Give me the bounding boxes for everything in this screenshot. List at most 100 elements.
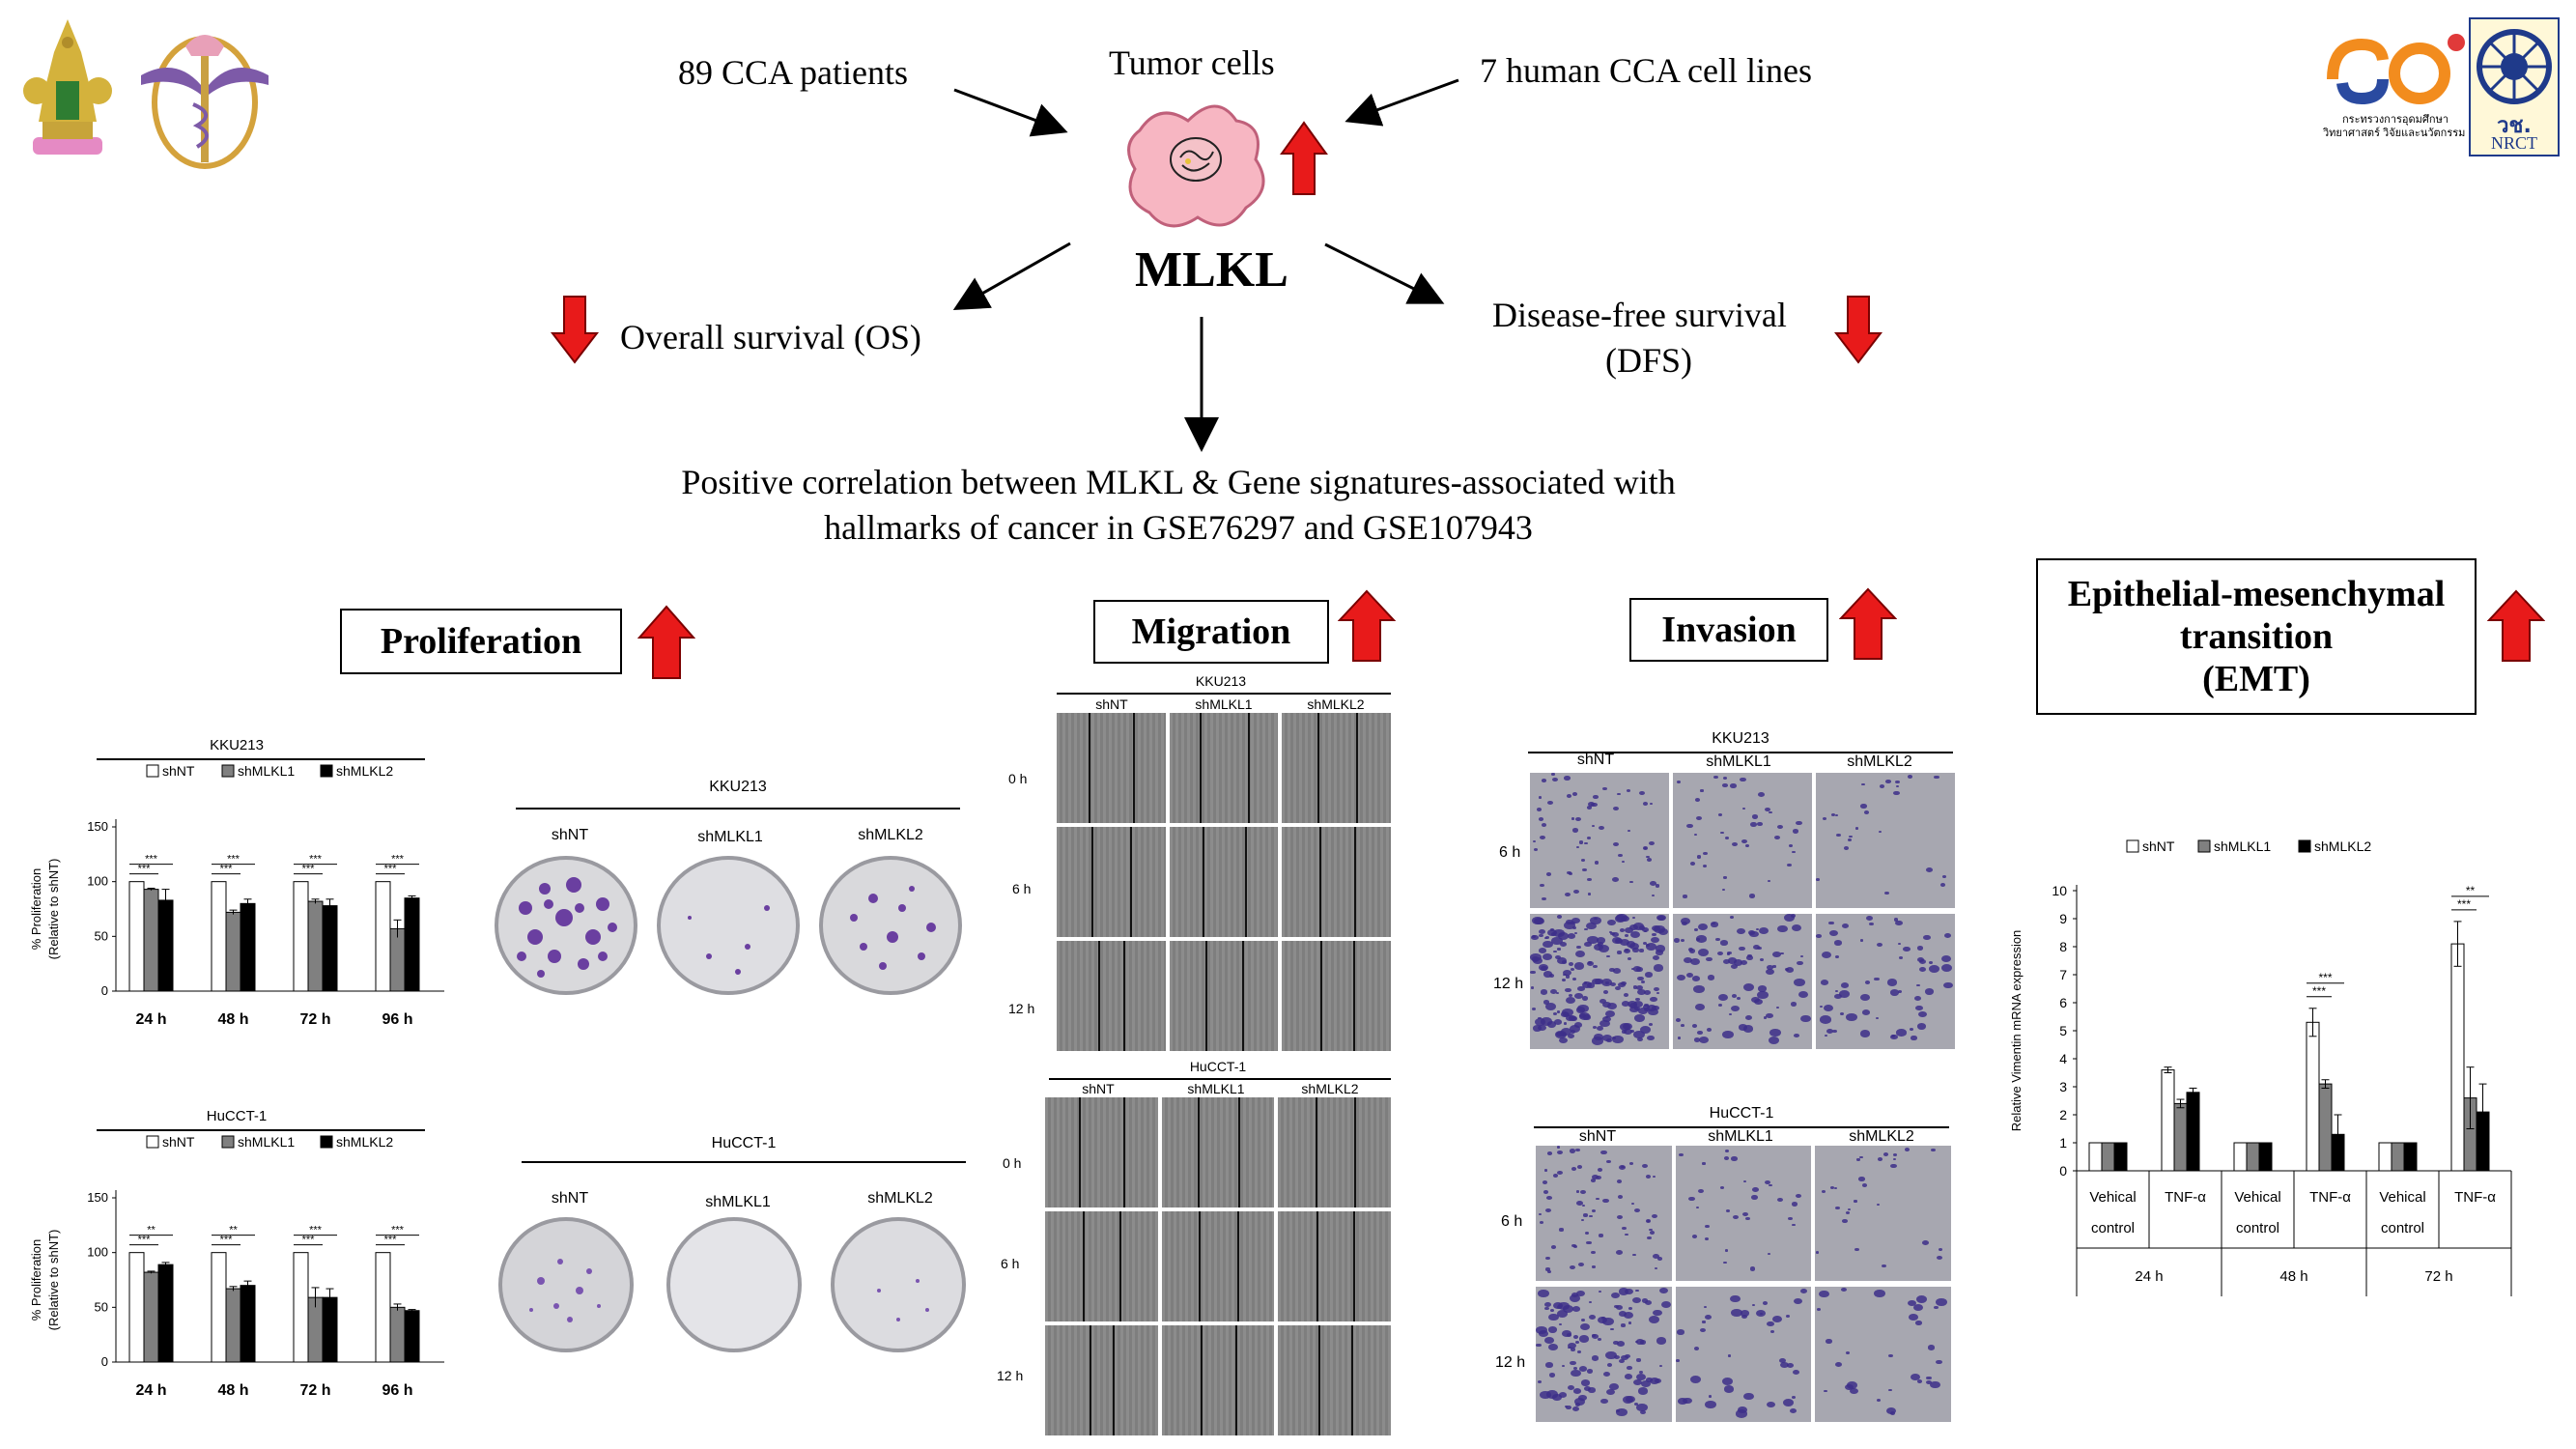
stained-cell <box>1651 1213 1657 1219</box>
stained-cell <box>1569 962 1574 966</box>
stained-cell <box>1543 1190 1549 1194</box>
y-axis-label: % Proliferation <box>29 1239 43 1321</box>
scratch-image <box>1282 941 1391 1051</box>
stained-cell <box>1612 967 1622 974</box>
stained-cell <box>1547 801 1553 806</box>
stained-cell <box>1643 1003 1650 1008</box>
stained-cell <box>1700 1328 1707 1333</box>
bar <box>128 881 145 992</box>
stained-cell <box>1750 1195 1758 1201</box>
stained-cell <box>1835 989 1839 992</box>
dfs-label-line1: Disease-free survival <box>1492 296 1787 334</box>
stained-cell <box>1646 1378 1653 1382</box>
stained-cell <box>1757 991 1769 1000</box>
stained-cell <box>1903 946 1911 952</box>
cell-lines-label: 7 human CCA cell lines <box>1480 51 1812 90</box>
stained-cell <box>1916 1023 1927 1030</box>
stained-cell <box>1915 1005 1923 1011</box>
nrct-thai-text: วช. <box>2497 114 2532 138</box>
stained-cell <box>1727 952 1731 955</box>
stained-cell <box>1591 802 1598 808</box>
stained-cell <box>1599 1234 1603 1237</box>
invasion-image <box>1530 773 1669 908</box>
wound-edge-line <box>1317 1325 1320 1435</box>
x-tick-label: 72 h <box>299 1382 330 1399</box>
stained-cell <box>1830 1186 1835 1190</box>
stained-cell <box>1758 792 1766 797</box>
stained-cell <box>1632 1296 1642 1304</box>
scratch-image <box>1278 1325 1391 1435</box>
stained-cell <box>1582 996 1589 1001</box>
stained-cell <box>1939 882 1946 887</box>
stained-cell <box>1796 820 1802 826</box>
wound-edge-line <box>1316 1211 1318 1321</box>
x-tick-label: 48 h <box>217 1011 248 1028</box>
up-arrow-icon <box>1280 121 1328 195</box>
stained-cell <box>1731 1156 1738 1161</box>
stained-cell <box>1711 922 1718 927</box>
stained-cell <box>1543 1000 1550 1005</box>
bar <box>2173 1102 2188 1172</box>
stained-cell <box>1785 1315 1790 1318</box>
bar <box>2088 1142 2103 1172</box>
stained-cell <box>1650 937 1659 944</box>
stained-cell <box>1689 1376 1702 1384</box>
y-tick-label: 0 <box>2059 1163 2067 1179</box>
stained-cell <box>1575 816 1582 821</box>
stained-cell <box>1652 932 1657 937</box>
stained-cell <box>1570 1029 1575 1034</box>
stained-cell <box>1721 888 1726 892</box>
stained-cell <box>1876 1399 1881 1403</box>
invasion-title: Invasion <box>1661 610 1797 650</box>
stained-cell <box>1831 813 1836 817</box>
stained-cell <box>1731 963 1739 969</box>
stained-cell <box>1737 1406 1747 1413</box>
stained-cell <box>1544 1003 1556 1011</box>
stained-cell <box>1621 1354 1629 1361</box>
stained-cell <box>1892 790 1900 796</box>
plate-shnt <box>498 1217 634 1352</box>
stained-cell <box>1538 1016 1543 1020</box>
stained-cell <box>1815 1251 1820 1254</box>
migration-hucct1-label-shnt: shNT <box>1082 1081 1115 1096</box>
stained-cell <box>1541 896 1546 901</box>
stained-cell <box>1536 1343 1542 1348</box>
stained-cell <box>1616 1407 1628 1416</box>
x-group-label: 72 h <box>2424 1268 2452 1285</box>
wound-edge-line <box>1089 713 1091 823</box>
stained-cell <box>1623 1312 1633 1320</box>
bar <box>240 1285 256 1363</box>
wound-edge-line <box>1198 1211 1201 1321</box>
bar <box>404 897 420 992</box>
stained-cell <box>1697 923 1709 930</box>
stained-cell <box>1762 1301 1769 1305</box>
stained-cell <box>1746 955 1753 960</box>
stained-cell <box>1547 1326 1558 1334</box>
y-tick-label: 9 <box>2059 911 2067 926</box>
bar <box>157 899 174 992</box>
stained-cell <box>1850 1387 1859 1395</box>
bar <box>2101 1142 2115 1172</box>
emt-title-line1: Epithelial-mesenchymal <box>2067 574 2446 614</box>
stained-cell <box>1875 1017 1880 1020</box>
stained-cell <box>1841 1287 1847 1292</box>
stained-cell <box>1643 1005 1650 1009</box>
stained-cell <box>1532 1025 1543 1032</box>
migration-kku213-label-shmlkl2: shMLKL2 <box>1307 696 1365 712</box>
stained-cell <box>1680 1024 1684 1027</box>
stained-cell <box>1657 916 1665 922</box>
stained-cell <box>1699 1037 1710 1044</box>
migration-kku213-label-shmlkl1: shMLKL1 <box>1195 696 1253 712</box>
mlkl-label: MLKL <box>1135 242 1288 298</box>
invasion-image <box>1673 914 1812 1049</box>
stained-cell <box>1922 1239 1930 1245</box>
stained-cell <box>1722 1031 1734 1039</box>
stained-cell <box>1736 1409 1747 1418</box>
scratch-image <box>1045 1211 1158 1321</box>
stained-cell <box>1654 1267 1657 1270</box>
stained-cell <box>1558 1302 1570 1311</box>
stained-cell <box>1576 846 1580 849</box>
stained-cell <box>1559 1228 1564 1232</box>
sig-stars: *** <box>138 864 152 875</box>
stained-cell <box>1555 1031 1564 1037</box>
